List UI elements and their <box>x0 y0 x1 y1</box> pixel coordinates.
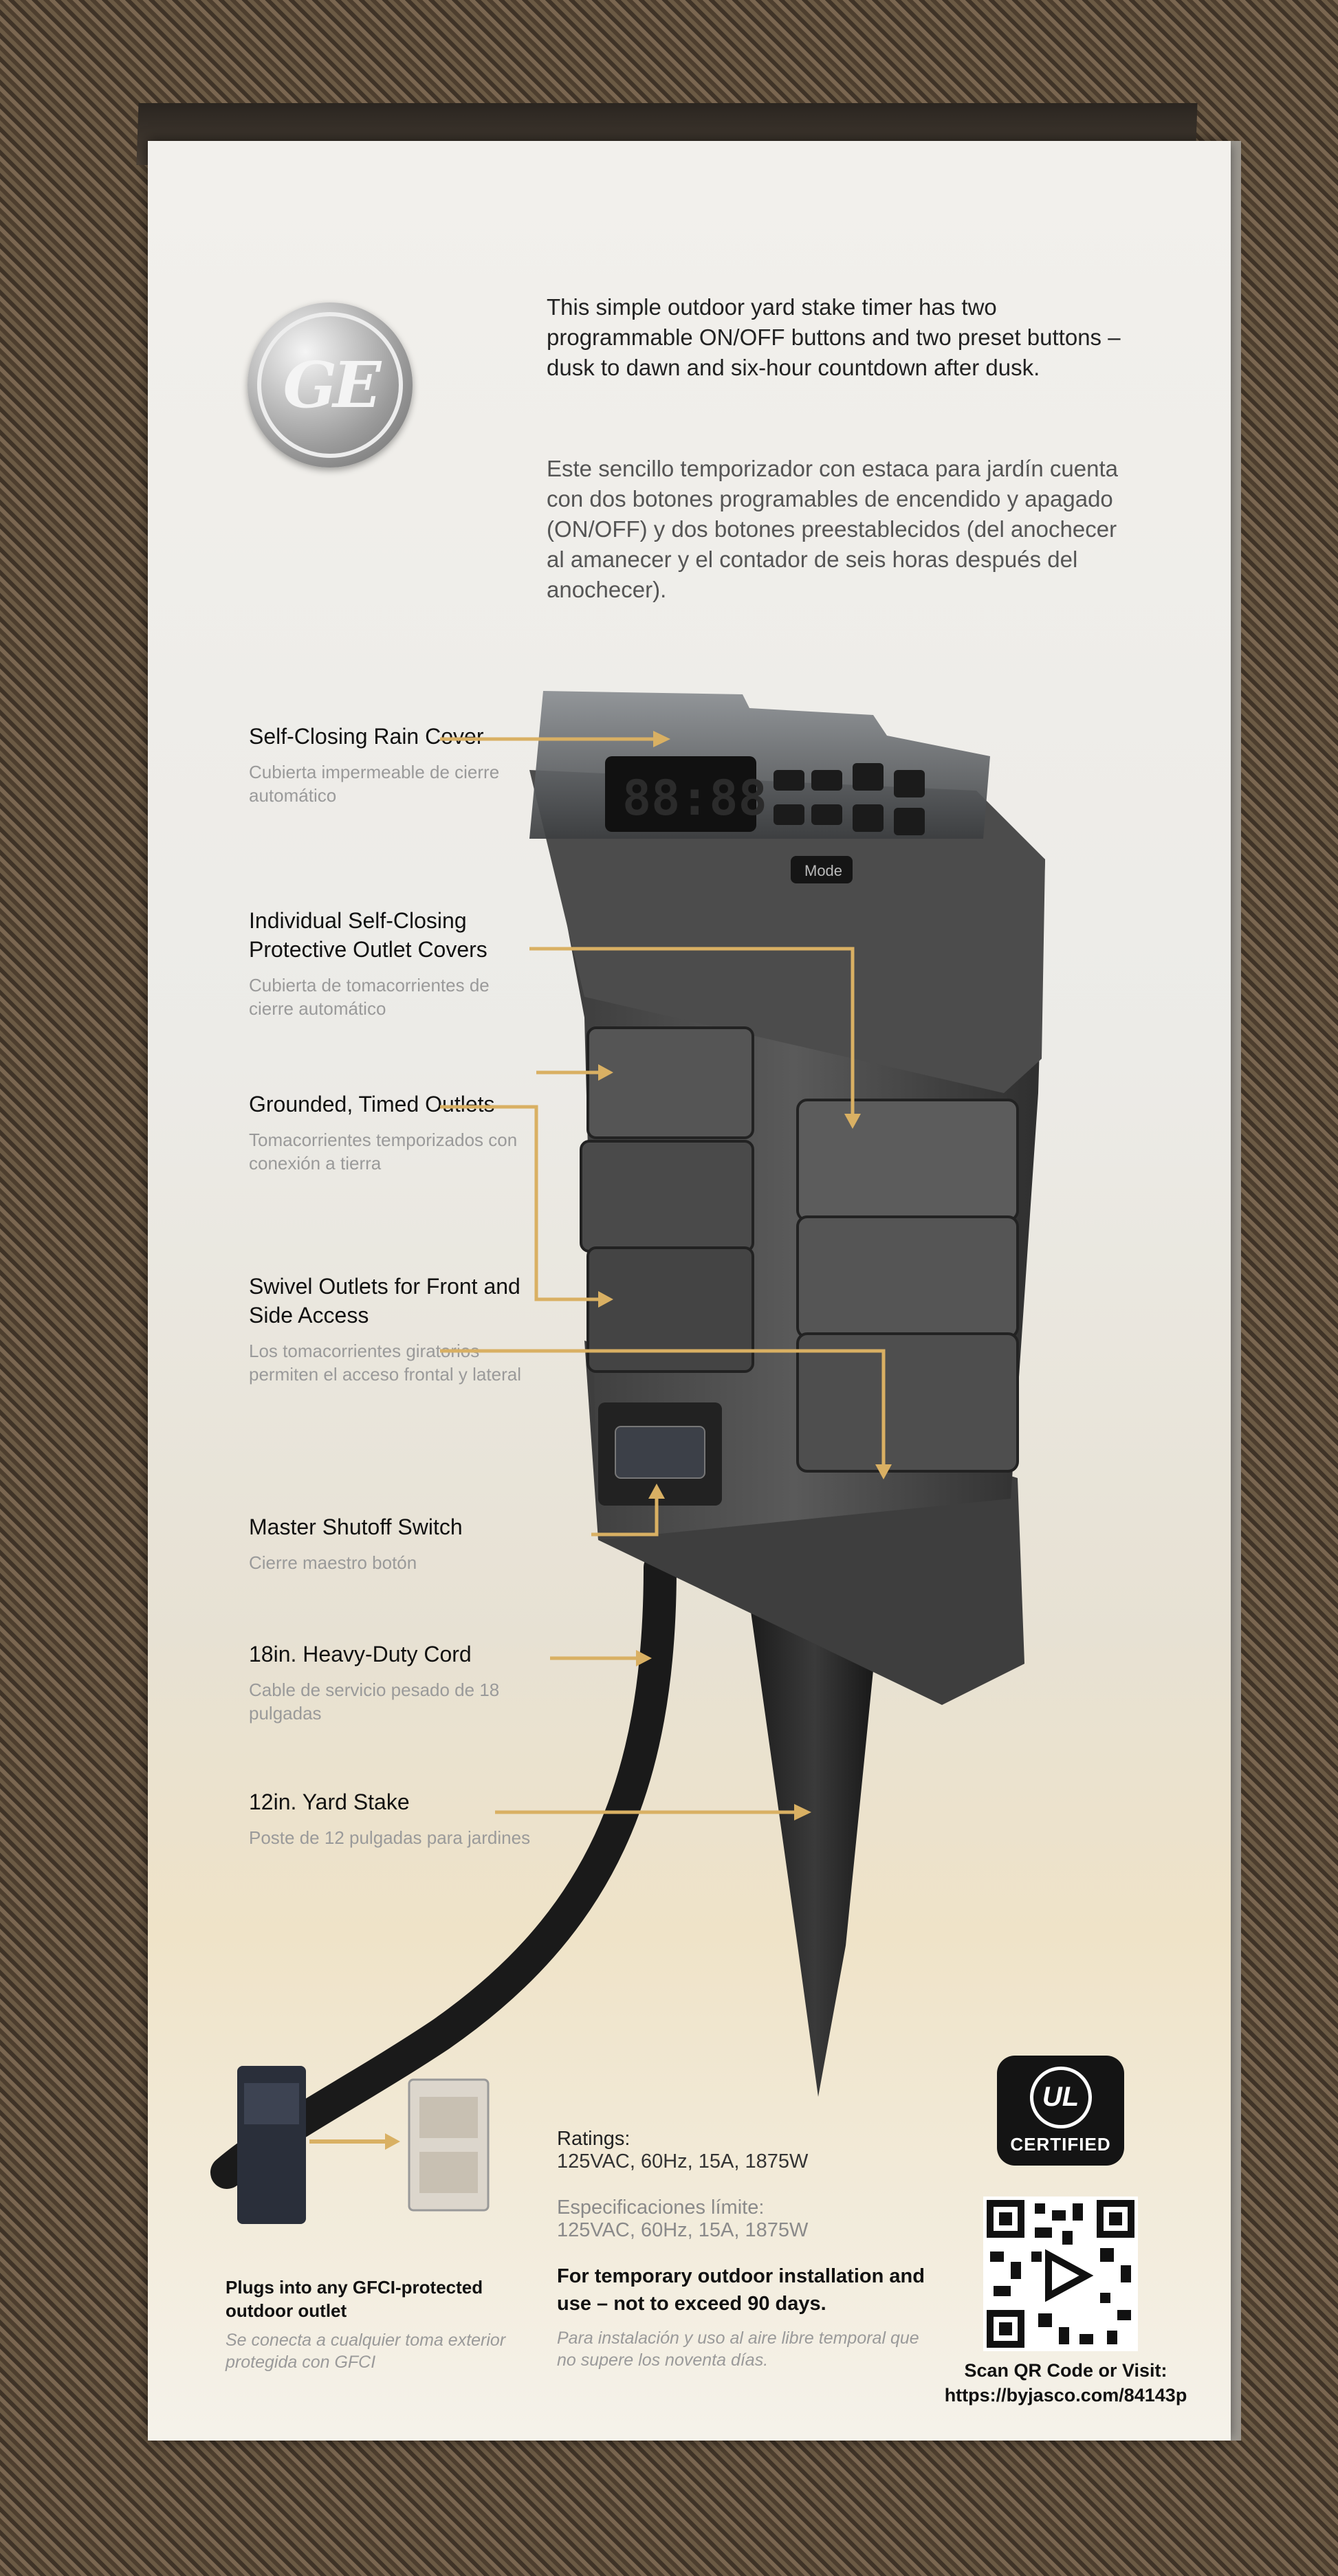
ul-certified-text: CERTIFIED <box>1010 2133 1111 2155</box>
yard-stake <box>749 1602 880 2097</box>
callout-timed-outlets: Grounded, Timed Outlets Tomacorrientes t… <box>249 1090 538 1175</box>
plug-caption-en: Plugs into any GFCI-protected outdoor ou… <box>226 2277 483 2321</box>
ul-mark: UL <box>1029 2066 1092 2128</box>
callout-swivel-outlets: Swivel Outlets for Front and Side Access… <box>249 1272 538 1386</box>
ratings-value: 125VAC, 60Hz, 15A, 1875W <box>557 2150 809 2172</box>
callout-label: Individual Self-Closing Protective Outle… <box>249 908 487 962</box>
ratings-block: Ratings: 125VAC, 60Hz, 15A, 1875W Especi… <box>557 2128 942 2371</box>
callout-label: Master Shutoff Switch <box>249 1515 463 1539</box>
plug-caption-es: Se conecta a cualquier toma exterior pro… <box>226 2331 506 2372</box>
timer-buttons <box>774 763 925 883</box>
qr-caption-line1: Scan QR Code or Visit: <box>964 2360 1167 2381</box>
ge-logo-icon: GE <box>248 302 413 467</box>
callout-label: 12in. Yard Stake <box>249 1790 410 1814</box>
outlet-covers-left <box>580 1026 754 1373</box>
intro-text-en: This simple outdoor yard stake timer has… <box>547 294 1121 380</box>
callout-label: Self-Closing Rain Cover <box>249 724 484 749</box>
master-switch <box>615 1426 705 1479</box>
temporary-use-es: Para instalación y uso al aire libre tem… <box>557 2329 919 2370</box>
intro-text-es: Este sencillo temporizador con estaca pa… <box>547 456 1118 602</box>
qr-caption-url[interactable]: https://byjasco.com/84143p <box>944 2385 1187 2406</box>
callout-cord: 18in. Heavy-Duty Cord Cable de servicio … <box>249 1640 538 1725</box>
plug-caption: Plugs into any GFCI-protected outdoor ou… <box>226 2276 528 2373</box>
callout-label-es: Tomacorrientes temporizados con conexión… <box>249 1130 518 1174</box>
temporary-use-en: For temporary outdoor installation and u… <box>557 2265 925 2315</box>
callout-master-switch: Master Shutoff Switch Cierre maestro bot… <box>249 1512 538 1574</box>
qr-caption: Scan QR Code or Visit: https://byjasco.c… <box>935 2358 1196 2408</box>
callout-label: 18in. Heavy-Duty Cord <box>249 1642 472 1666</box>
ratings-label: Ratings: <box>557 2128 630 2150</box>
callout-label: Swivel Outlets for Front and Side Access <box>249 1274 520 1328</box>
callout-label-es: Poste de 12 pulgadas para jardines <box>249 1827 531 1848</box>
timer-display <box>605 756 756 832</box>
svg-text:88:88: 88:88 <box>622 770 767 826</box>
callout-label-es: Los tomacorrientes giratorios permiten e… <box>249 1341 521 1385</box>
plug-illustration <box>237 2066 490 2224</box>
mode-button <box>791 856 853 883</box>
qr-code <box>983 2197 1138 2351</box>
ratings-value-es: 125VAC, 60Hz, 15A, 1875W <box>557 2219 809 2241</box>
ul-certified-badge: UL CERTIFIED <box>997 2056 1124 2166</box>
ratings-label-es: Especificaciones límite: <box>557 2197 765 2219</box>
mode-label: Mode <box>804 862 842 879</box>
callout-yard-stake: 12in. Yard Stake Poste de 12 pulgadas pa… <box>249 1787 538 1849</box>
callout-arrows <box>440 731 892 1820</box>
callout-label-es: Cubierta impermeable de cierre automátic… <box>249 762 500 806</box>
callout-outlet-covers: Individual Self-Closing Protective Outle… <box>249 906 538 1020</box>
outlet-covers-right <box>796 1099 1019 1473</box>
callout-label-es: Cubierta de tomacorrientes de cierre aut… <box>249 975 490 1019</box>
timer-head <box>529 770 1045 1093</box>
callout-label-es: Cable de servicio pesado de 18 pulgadas <box>249 1680 500 1724</box>
callout-rain-cover: Self-Closing Rain Cover Cubierta imperme… <box>249 722 538 807</box>
callout-label: Grounded, Timed Outlets <box>249 1092 495 1116</box>
ge-logo-text: GE <box>257 312 403 458</box>
callout-label-es: Cierre maestro botón <box>249 1552 417 1573</box>
